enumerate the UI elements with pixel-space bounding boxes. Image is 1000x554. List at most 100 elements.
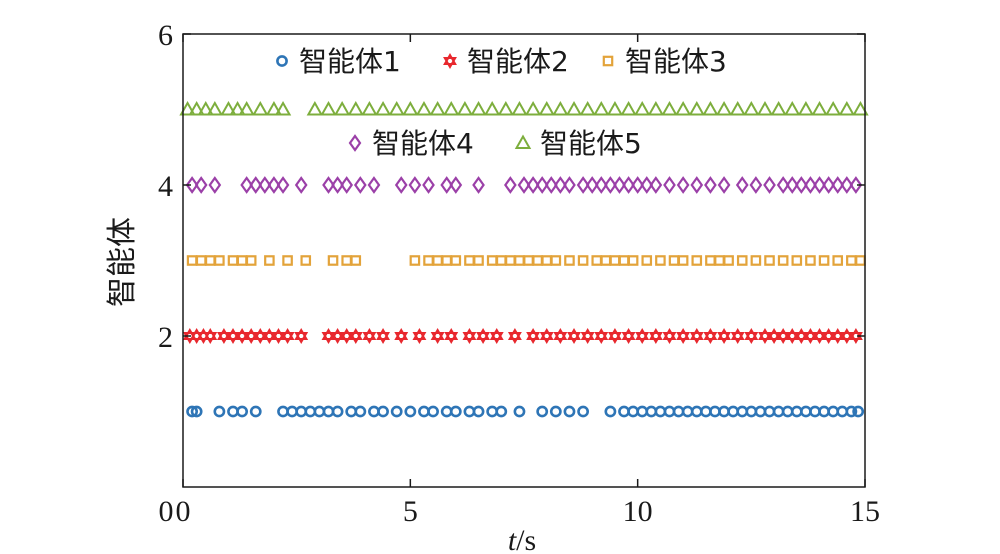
series-4-point: [504, 176, 517, 194]
series-3-point: [450, 255, 462, 266]
series-4-point: [794, 176, 808, 194]
series-3-point: [473, 255, 484, 266]
series-2-point: [330, 328, 345, 344]
series-2-point: [648, 328, 663, 344]
series-2-point: [294, 328, 309, 344]
series-1-point: [513, 405, 526, 418]
series-5-point: [661, 100, 678, 116]
series-5-point: [702, 100, 719, 116]
series-1-point: [354, 405, 367, 418]
series-5-point: [443, 100, 460, 116]
series-2-point: [607, 328, 622, 344]
series-1-point: [845, 405, 858, 418]
series-4-point: [840, 176, 854, 194]
series-3-point: [432, 255, 443, 266]
legend-marker-triangle: [514, 134, 532, 149]
series-5-point: [333, 100, 351, 116]
series-2-point: [394, 328, 409, 344]
series-5-point: [415, 100, 433, 116]
series-5-point: [402, 100, 419, 116]
series-4-point: [690, 176, 704, 194]
series-5-point: [756, 100, 774, 116]
series-3-point: [282, 255, 293, 266]
series-4-point: [517, 176, 531, 194]
series-3-point: [846, 255, 857, 266]
series-5-point: [265, 100, 283, 116]
series-4-point: [776, 176, 790, 194]
series-3-point: [791, 255, 803, 266]
series-4-point: [422, 176, 435, 194]
x-tick-label: 10: [623, 495, 653, 528]
legend-label: 智能体1: [299, 45, 401, 78]
series-2-point: [803, 328, 818, 344]
series-5-point: [374, 100, 392, 116]
series-4-point: [322, 176, 335, 194]
series-1-point: [577, 405, 590, 418]
series-4-point: [440, 176, 454, 194]
series-1-point: [427, 405, 439, 418]
series-2-point: [253, 328, 268, 344]
series-3-point: [723, 255, 734, 266]
series-1-point: [249, 405, 262, 418]
series-4-point: [813, 176, 826, 194]
series-4-point: [563, 176, 576, 194]
series-3-point: [541, 255, 553, 266]
x-tick-label: 5: [403, 495, 418, 528]
series-5-point: [729, 100, 746, 116]
series-5-point: [647, 100, 665, 116]
series-3-point: [750, 255, 762, 266]
series-2-point: [271, 328, 286, 344]
series-3-point: [264, 255, 275, 266]
series-1-point: [377, 405, 389, 418]
series-4-point: [804, 176, 817, 194]
series-5-point: [388, 100, 405, 116]
series-1-point: [563, 405, 576, 418]
series-1-point: [852, 405, 865, 418]
series-4-point: [258, 176, 272, 194]
series-2-point: [462, 328, 477, 344]
series-5-point: [579, 100, 596, 116]
series-5-point: [743, 100, 760, 116]
series-4-point: [208, 176, 222, 194]
legend-item-1: 智能体1: [276, 45, 401, 78]
series-3-point: [705, 255, 716, 266]
series-5-point: [715, 100, 733, 116]
series-5: [179, 100, 869, 116]
series-3-point: [691, 255, 703, 266]
series-5-point: [306, 100, 324, 116]
legend-label: 智能体2: [467, 45, 569, 78]
series-4-point: [640, 176, 654, 194]
series-1-point: [331, 405, 344, 418]
series-2-point: [489, 328, 504, 344]
series-4-point: [594, 176, 608, 194]
series-4-point: [749, 176, 763, 194]
series-3-point: [677, 255, 689, 266]
legend-marker-star: [443, 53, 457, 69]
series-2-point: [321, 328, 336, 344]
series-3-point: [204, 255, 216, 266]
series-1-point: [604, 405, 617, 418]
series-4-point: [408, 176, 422, 194]
series-4-point: [249, 176, 263, 194]
series-3-point: [609, 255, 621, 266]
legend-item-5: 智能体5: [514, 127, 642, 160]
series-3-point: [577, 255, 589, 266]
series-2-point: [703, 328, 718, 344]
series-2-point: [216, 328, 231, 344]
series-3-point: [764, 255, 775, 266]
x-axis-label-variable: t: [508, 524, 517, 554]
series-1-point: [472, 405, 485, 418]
series-4-point: [449, 176, 463, 194]
legend-marker-diamond: [348, 134, 362, 152]
series-2-point: [758, 328, 772, 344]
series-4-point: [576, 176, 590, 194]
legend-label: 智能体5: [540, 127, 642, 160]
series-1: [186, 405, 865, 418]
series-3-point: [327, 255, 339, 266]
series-2-point: [339, 328, 354, 344]
series-2-point: [580, 328, 595, 344]
series-4-point: [822, 176, 835, 194]
series-3-point: [300, 255, 312, 266]
series-5-point: [456, 100, 474, 116]
